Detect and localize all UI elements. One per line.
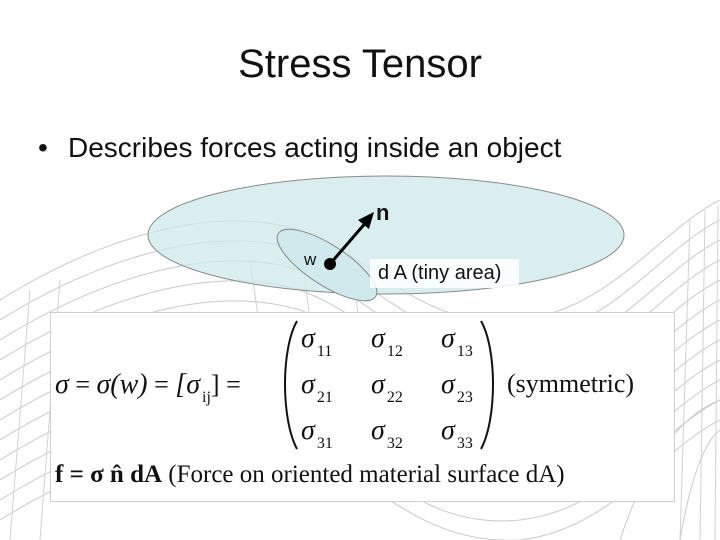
bullet-item: • Describes forces acting inside an objec… (38, 132, 561, 164)
sigma-of-w: σ(w) (96, 369, 148, 400)
area-label: d A (tiny area) (370, 259, 520, 288)
force-lhs: f = σ n̂ dA (55, 461, 163, 488)
matrix-paren-right (480, 320, 494, 450)
sigma-ij-term: [σ (175, 369, 201, 400)
bullet-dot-icon: • (38, 132, 48, 163)
force-note: (Force on oriented material surface dA) (168, 461, 565, 488)
symmetric-note: (symmetric) (507, 369, 635, 398)
bullet-text: Describes forces acting inside an object (68, 132, 562, 163)
slide-title: Stress Tensor (238, 42, 482, 86)
normal-arrow (328, 219, 370, 265)
normal-label: n (376, 200, 390, 225)
force-formula: f = σ n̂ dA (Force on oriented material … (55, 461, 565, 489)
point-label: w (304, 250, 317, 269)
point-w (324, 258, 336, 270)
normal-arrowhead-icon (358, 212, 374, 229)
matrix-paren-left (284, 320, 298, 450)
